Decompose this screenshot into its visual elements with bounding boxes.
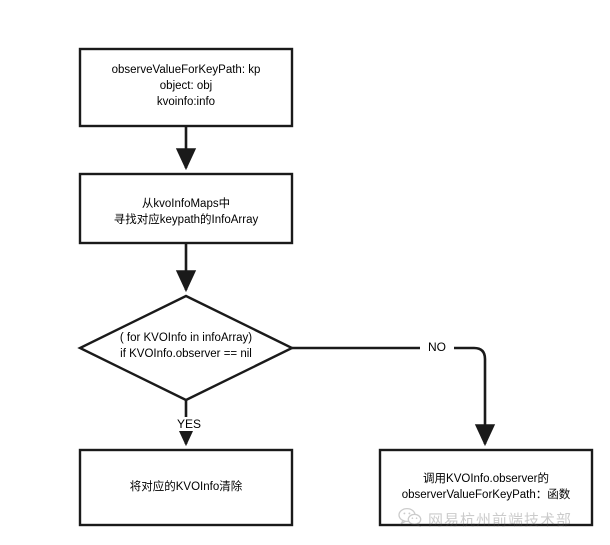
node-invoke[interactable] — [378, 448, 594, 527]
node-start[interactable] — [78, 47, 294, 128]
edge-label-yes: YES — [168, 417, 210, 431]
edge-label-no: NO — [420, 340, 454, 354]
node-condition[interactable] — [77, 294, 295, 402]
edge-condition-no — [292, 346, 496, 447]
node-clear[interactable] — [78, 448, 294, 527]
node-lookup[interactable] — [78, 172, 294, 245]
